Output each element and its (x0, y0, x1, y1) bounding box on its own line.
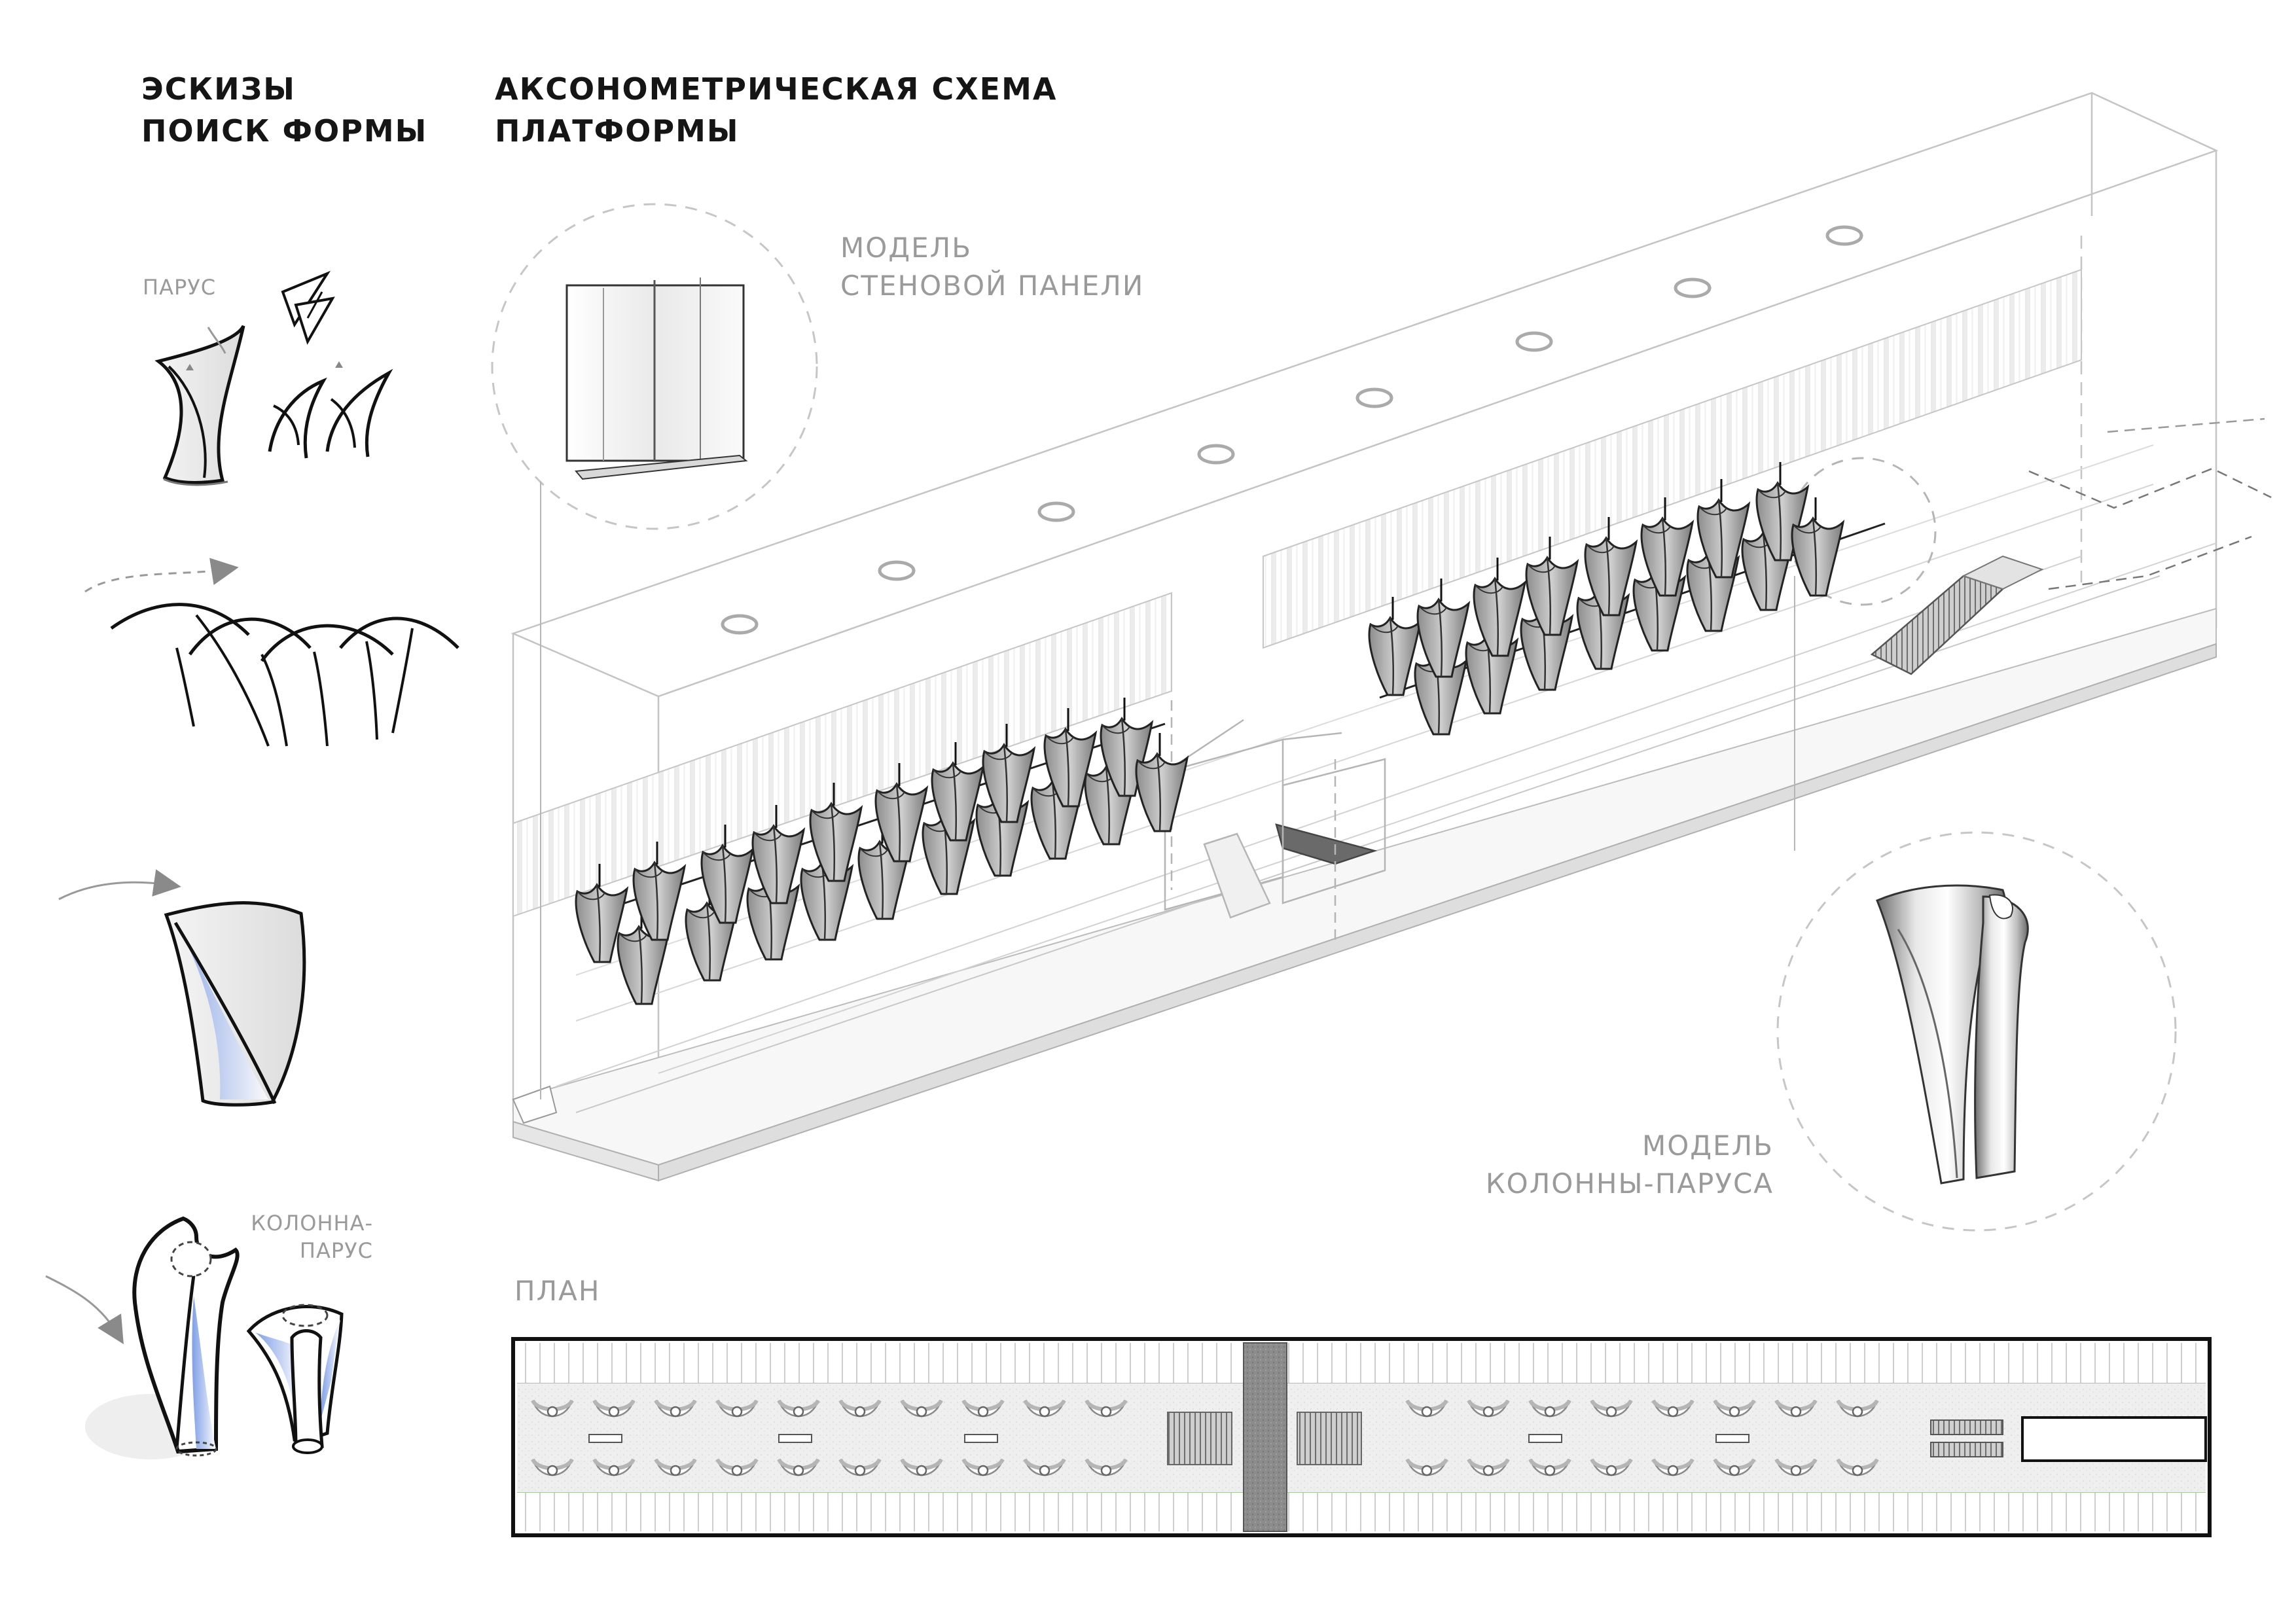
wall-panel-label-line-2: СТЕНОВОЙ ПАНЕЛИ (840, 270, 1145, 302)
platform-plan (511, 1337, 2212, 1537)
column-sail-label: КОЛОННА- ПАРУС (223, 1209, 373, 1264)
sketch-arches-group (84, 558, 459, 747)
column-sail-label-line-1: КОЛОННА- (251, 1211, 373, 1236)
column-sail-label-line-2: ПАРУС (299, 1238, 373, 1263)
column-model-label-line-2: КОЛОННЫ-ПАРУСА (1485, 1168, 1774, 1200)
column-sail-model (1876, 884, 2029, 1185)
sketch-curved-panel-group (58, 869, 306, 1107)
axonometry-heading-line-2: ПЛАТФОРМЫ (495, 113, 740, 149)
wall-panel-model (565, 277, 748, 480)
axonometry-heading-line-1: АКСОНОМЕТРИЧЕСКАЯ СХЕМА (495, 71, 1058, 107)
plan-label: ПЛАН (514, 1275, 601, 1307)
wall-panel-label-line-1: МОДЕЛЬ (840, 232, 973, 264)
sail-label: ПАРУС (143, 275, 217, 300)
axonometric-station (491, 92, 2272, 1232)
sketches-heading-line-2: ПОИСК ФОРМЫ (141, 113, 428, 149)
column-model-label: МОДЕЛЬ КОЛОННЫ-ПАРУСА (1440, 1127, 1774, 1203)
sketch-column-sail-group (45, 1216, 344, 1459)
sketches-heading: ЭСКИЗЫ ПОИСК ФОРМЫ (141, 68, 427, 152)
wall-panel-label: МОДЕЛЬ СТЕНОВОЙ ПАНЕЛИ (840, 229, 1144, 305)
column-model-label-line-1: МОДЕЛЬ (1641, 1130, 1774, 1162)
axonometry-heading: АКСОНОМЕТРИЧЕСКАЯ СХЕМА ПЛАТФОРМЫ (495, 68, 1057, 152)
sketches-heading-line-1: ЭСКИЗЫ (141, 71, 296, 107)
sketch-sail-group (154, 270, 393, 486)
